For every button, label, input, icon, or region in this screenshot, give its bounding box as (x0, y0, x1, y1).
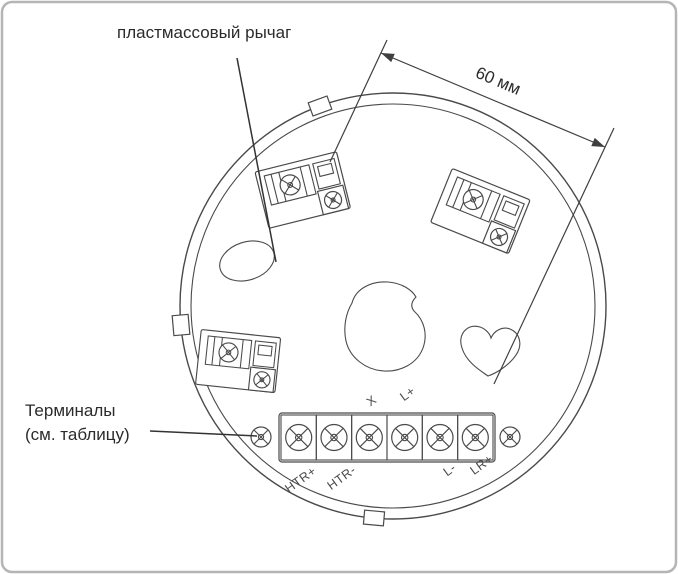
dimension-line (380, 52, 606, 148)
rim-tab-left (171, 313, 191, 337)
callout-plastic-lever: пластмассовый рычаг (117, 23, 291, 263)
callout-terminals: Терминалы (см. таблицу) (25, 401, 258, 444)
end-screw-right-icon (499, 426, 521, 448)
rim-tab-bottom (362, 509, 386, 527)
terminal-screw-icon (426, 423, 454, 452)
dimension-arrow-right-icon (591, 137, 605, 147)
lever-leader-line (236, 57, 277, 263)
terminal-screw-icon (461, 423, 489, 452)
terminal-screw-icon (320, 423, 348, 452)
mounting-clip-bottom-left (196, 329, 281, 392)
base-rings (179, 92, 607, 520)
terminal-cell (457, 414, 494, 461)
terminal-screw-icon (391, 423, 419, 452)
terminals-label-line2: (см. таблицу) (25, 425, 130, 444)
rim-tab-top (307, 95, 333, 117)
end-screw-left-icon (250, 426, 272, 448)
dimension-arrow-left-icon (381, 53, 395, 63)
extension-line-right (493, 127, 615, 385)
extension-line-left (329, 39, 388, 163)
terminal-screw-icon (285, 423, 313, 452)
mounting-hole-heart (460, 325, 521, 377)
rim-tabs (171, 95, 386, 527)
center-opening (344, 281, 426, 372)
terminal-block (250, 412, 521, 463)
terminals-label-line1: Терминалы (25, 401, 116, 420)
terminals-leader-line (149, 430, 258, 437)
lever-label: пластмассовый рычаг (117, 23, 291, 42)
terminal-screw-icon (355, 423, 383, 452)
